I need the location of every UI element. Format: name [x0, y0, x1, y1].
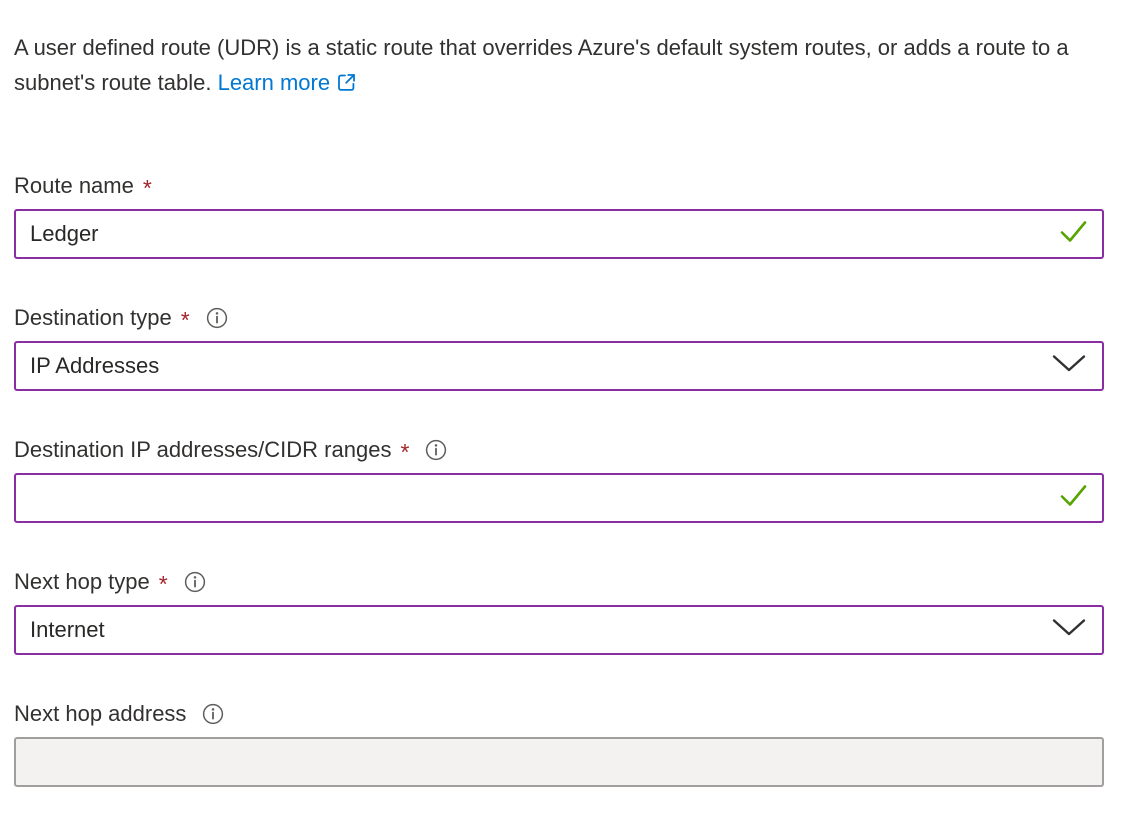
- route-name-input[interactable]: [14, 209, 1104, 259]
- info-icon[interactable]: [425, 439, 447, 461]
- destination-type-label-row: Destination type *: [14, 305, 1104, 333]
- info-icon[interactable]: [202, 703, 224, 725]
- destination-type-value: IP Addresses: [30, 353, 160, 378]
- next-hop-type-label-row: Next hop type *: [14, 569, 1104, 597]
- next-hop-type-label: Next hop type: [14, 569, 150, 594]
- next-hop-type-value: Internet: [30, 617, 105, 642]
- next-hop-address-label-row: Next hop address: [14, 701, 1104, 727]
- info-icon[interactable]: [184, 571, 206, 593]
- required-asterisk: *: [142, 175, 152, 201]
- next-hop-address-input: [14, 737, 1104, 787]
- destination-cidr-input[interactable]: [14, 473, 1104, 523]
- next-hop-address-field: [14, 737, 1104, 787]
- add-route-form: A user defined route (UDR) is a static r…: [14, 30, 1104, 787]
- route-name-field: [14, 209, 1104, 259]
- form-description: A user defined route (UDR) is a static r…: [14, 30, 1069, 103]
- external-link-icon: [336, 73, 357, 98]
- field-next-hop-address: Next hop address: [14, 701, 1104, 787]
- destination-cidr-field: [14, 473, 1104, 523]
- route-name-label: Route name: [14, 173, 134, 198]
- info-icon[interactable]: [206, 307, 228, 329]
- learn-more-label: Learn more: [217, 70, 331, 95]
- next-hop-type-dropdown[interactable]: Internet: [14, 605, 1104, 655]
- description-text: A user defined route (UDR) is a static r…: [14, 35, 1069, 95]
- required-asterisk: *: [400, 439, 410, 465]
- destination-cidr-label: Destination IP addresses/CIDR ranges: [14, 437, 392, 462]
- field-route-name: Route name *: [14, 173, 1104, 259]
- next-hop-type-field: Internet: [14, 605, 1104, 655]
- next-hop-address-label: Next hop address: [14, 701, 187, 726]
- field-next-hop-type: Next hop type * Internet: [14, 569, 1104, 655]
- route-name-label-row: Route name *: [14, 173, 1104, 201]
- learn-more-link[interactable]: Learn more: [218, 70, 358, 95]
- required-asterisk: *: [158, 571, 168, 597]
- destination-type-dropdown[interactable]: IP Addresses: [14, 341, 1104, 391]
- required-asterisk: *: [180, 307, 190, 333]
- field-destination-type: Destination type * IP Addresses: [14, 305, 1104, 391]
- destination-type-field: IP Addresses: [14, 341, 1104, 391]
- destination-cidr-label-row: Destination IP addresses/CIDR ranges *: [14, 437, 1104, 465]
- destination-type-label: Destination type: [14, 305, 172, 330]
- field-destination-cidr: Destination IP addresses/CIDR ranges *: [14, 437, 1104, 523]
